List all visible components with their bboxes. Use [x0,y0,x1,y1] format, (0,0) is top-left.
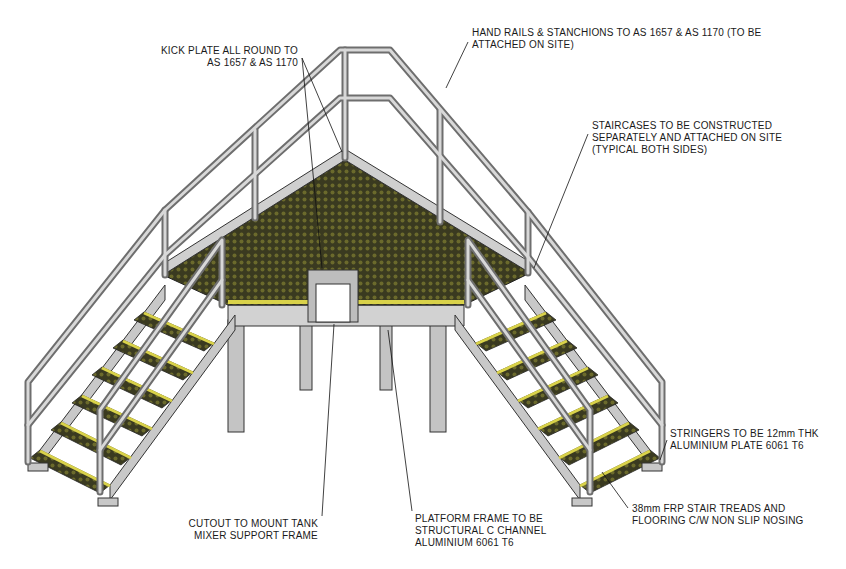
callout-note: KICK PLATE ALL ROUND TO AS 1657 & AS 117… [150,45,298,69]
callout-note: HAND RAILS & STANCHIONS TO AS 1657 & AS … [472,27,777,51]
callout-note: PLATFORM FRAME TO BE STRUCTURAL C CHANNE… [415,513,565,549]
callout-note: 38mm FRP STAIR TREADS AND FLOORING C/W N… [632,503,827,527]
callout-note: CUTOUT TO MOUNT TANK MIXER SUPPORT FRAME [170,518,318,542]
callout-note: STRINGERS TO BE 12mm THK ALUMINIUM PLATE… [670,428,842,452]
callout-note: STAIRCASES TO BE CONSTRUCTED SEPARATELY … [592,120,812,156]
